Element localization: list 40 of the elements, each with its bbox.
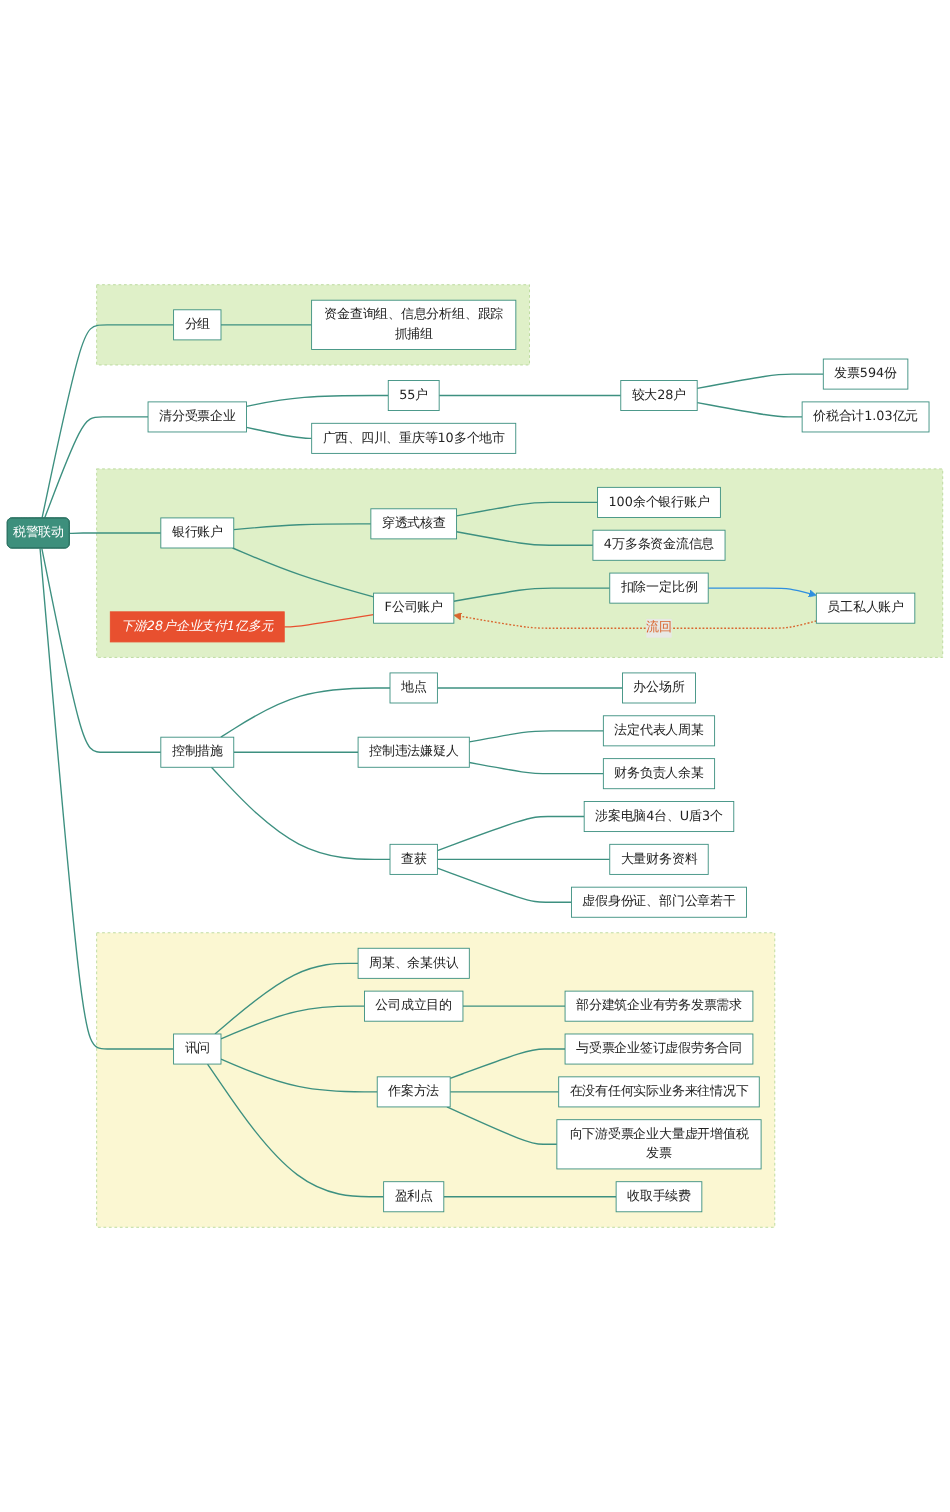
connector xyxy=(214,962,359,1035)
connector xyxy=(220,1058,378,1093)
connector xyxy=(455,501,599,517)
connector xyxy=(41,324,175,520)
arrow xyxy=(707,587,817,598)
connector xyxy=(455,531,594,546)
connector xyxy=(220,324,313,326)
connector xyxy=(210,766,391,861)
connector xyxy=(39,547,175,1050)
connector xyxy=(206,1063,385,1198)
connector xyxy=(696,401,803,418)
cluster xyxy=(96,468,944,658)
connector xyxy=(468,730,605,743)
connector xyxy=(696,373,824,390)
connector xyxy=(468,761,605,775)
connector xyxy=(436,858,611,861)
connector xyxy=(41,547,162,753)
connector xyxy=(233,523,372,531)
cluster xyxy=(96,932,776,1228)
connector xyxy=(245,426,313,440)
connector xyxy=(283,613,375,628)
connector xyxy=(449,1048,566,1080)
connector xyxy=(233,751,359,753)
connector xyxy=(231,547,375,598)
connector xyxy=(245,394,389,408)
connector xyxy=(43,416,149,520)
connector xyxy=(449,1091,560,1093)
connector xyxy=(443,1196,617,1198)
connector xyxy=(436,815,585,852)
arrow xyxy=(453,612,818,629)
connector xyxy=(220,687,391,738)
connector xyxy=(446,1106,558,1145)
connector xyxy=(438,394,622,397)
connector xyxy=(453,587,611,602)
connector xyxy=(462,1005,566,1007)
connector xyxy=(220,1005,366,1040)
cluster xyxy=(96,284,530,366)
connector xyxy=(69,532,162,535)
connector xyxy=(436,687,624,689)
connector xyxy=(436,867,573,903)
